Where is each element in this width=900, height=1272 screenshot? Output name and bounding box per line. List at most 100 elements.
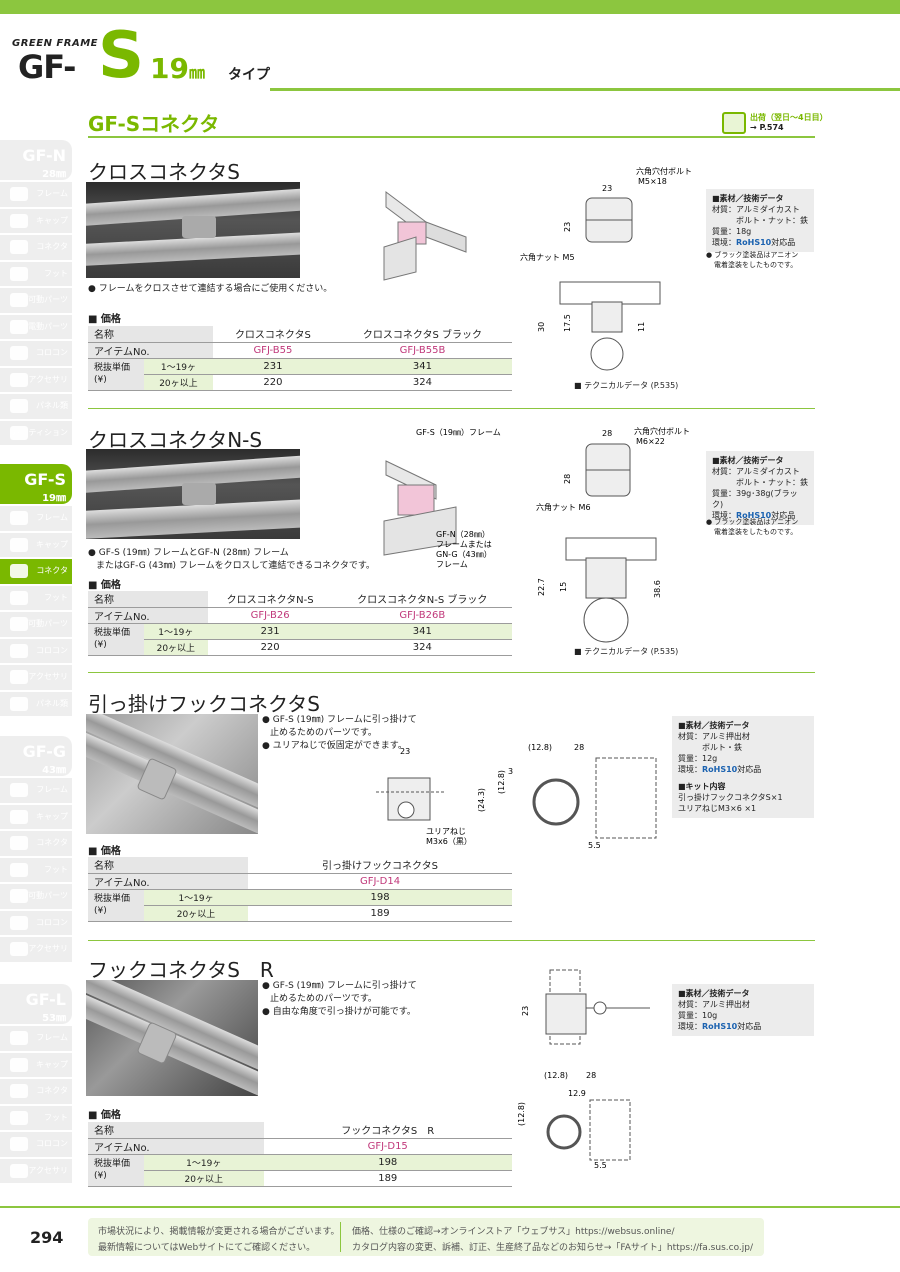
footer-box (88, 1218, 764, 1256)
sidebar-item-1-0[interactable]: フレーム (0, 506, 72, 531)
part-icon (10, 1084, 28, 1098)
top-bar (0, 0, 900, 14)
svg-text:M6×22: M6×22 (636, 437, 665, 446)
part-icon (10, 696, 28, 711)
tech-data-link-2[interactable]: ■ テクニカルデータ (P.535) (574, 647, 679, 656)
part-icon (10, 372, 28, 387)
divider-3 (88, 940, 815, 941)
sidebar-item-label: フット (44, 592, 68, 602)
sidebar-item-0-5[interactable]: 電動パーツ (0, 314, 72, 339)
part-icon (10, 590, 28, 605)
sidebar-item-label: 電動パーツ (28, 321, 68, 331)
sidebar-item-label: コネクタ (36, 566, 68, 575)
sidebar-item-0-6[interactable]: コロコン (0, 341, 72, 366)
part-icon (10, 511, 28, 525)
sidebar-item-1-1[interactable]: キャップ (0, 532, 72, 557)
part-icon (10, 915, 28, 930)
product-photo-4 (86, 980, 258, 1096)
sidebar-item-1-7[interactable]: パネル類 (0, 691, 72, 716)
truck-icon (722, 112, 746, 134)
sidebar-item-3-2[interactable]: コネクタ (0, 1079, 72, 1104)
sidebar-item-0-8[interactable]: パネル類 (0, 394, 72, 419)
part-icon (10, 643, 28, 658)
part-icon (10, 1057, 28, 1072)
sidebar-item-1-4[interactable]: 可動パーツ (0, 612, 72, 637)
sidebar-item-3-5[interactable]: アクセサリ (0, 1158, 72, 1183)
sidebar-tab-gf-s[interactable]: GF-S 19㎜ (0, 464, 72, 504)
footer-note-2: 最新情報についてはWebサイトにてご確認ください。 (98, 1243, 316, 1253)
svg-text:六角ナット M5: 六角ナット M5 (520, 252, 575, 262)
sidebar-item-1-6[interactable]: アクセサリ (0, 665, 72, 690)
brand-gf: GF- (18, 48, 76, 86)
sidebar-item-3-0[interactable]: フレーム (0, 1026, 72, 1051)
product-photo-2 (86, 449, 300, 539)
sidebar-item-2-0[interactable]: フレーム (0, 778, 72, 803)
ship-ref-link[interactable]: → P.574 (750, 123, 784, 132)
sidebar-item-0-9[interactable]: パーティション (0, 420, 72, 445)
sidebar-tab-title: GF-G (22, 742, 66, 761)
footer-note-1: 市場状況により、掲載情報が変更される場合がございます。 (98, 1227, 340, 1237)
brand-type: タイプ (228, 67, 270, 83)
sidebar-item-3-3[interactable]: フット (0, 1105, 72, 1130)
sidebar-item-2-1[interactable]: キャップ (0, 804, 72, 829)
svg-text:M5×18: M5×18 (638, 177, 667, 186)
part-icon (10, 889, 28, 903)
product-note-4: ● GF-S (19㎜) フレームに引っ掛けて止めるためのパーツです。● 自由な… (262, 981, 417, 1017)
part-icon (10, 862, 28, 877)
svg-text:(24.3): (24.3) (477, 788, 486, 812)
part-icon (10, 293, 28, 307)
sidebar-item-label: 可動パーツ (28, 891, 68, 900)
svg-text:5.5: 5.5 (588, 841, 601, 850)
sidebar-item-3-1[interactable]: キャップ (0, 1052, 72, 1077)
svg-text:フレーム: フレーム (436, 560, 468, 569)
svg-text:(12.8): (12.8) (544, 1071, 568, 1080)
sidebar-item-label: アクセサリ (28, 672, 68, 681)
spec-note-2: ● ブラック塗装品はアニオン電着塗装をしたものです。 (706, 518, 799, 536)
sidebar-item-2-5[interactable]: コロコン (0, 910, 72, 935)
sidebar-item-2-3[interactable]: フット (0, 857, 72, 882)
sidebar-item-label: アクセサリ (28, 1165, 68, 1175)
sidebar-item-label: コネクタ (36, 838, 68, 847)
spec-box-2: ■素材／技術データ 材質：アルミダイカスト ボルト・ナット：鉄 質量：39g･3… (706, 451, 814, 525)
sidebar-item-2-6[interactable]: アクセサリ (0, 937, 72, 962)
svg-text:11: 11 (637, 322, 646, 332)
svg-text:15: 15 (559, 582, 568, 592)
sidebar-item-0-0[interactable]: フレーム (0, 182, 72, 207)
sidebar-item-0-3[interactable]: フット (0, 261, 72, 286)
sidebar-tab-title: GF-S (24, 470, 66, 489)
sidebar-item-0-4[interactable]: 可動パーツ (0, 288, 72, 313)
sidebar-tab-size: 19㎜ (42, 493, 66, 504)
part-icon (10, 942, 28, 956)
sidebar-item-2-4[interactable]: 可動パーツ (0, 884, 72, 909)
product-note-3: ● GF-S (19㎜) フレームに引っ掛けて止めるためのパーツです。● ユリア… (262, 715, 417, 751)
sidebar-item-label: キャップ (36, 539, 68, 549)
sidebar-item-2-2[interactable]: コネクタ (0, 831, 72, 856)
sidebar-item-0-7[interactable]: アクセサリ (0, 367, 72, 392)
brand-size: 19㎜ (150, 52, 205, 85)
svg-text:3: 3 (508, 767, 513, 776)
spec-note-1: ● ブラック塗装品はアニオン電着塗装をしたものです。 (706, 251, 799, 269)
sidebar-item-1-2[interactable]: コネクタ (0, 559, 72, 584)
part-icon (10, 319, 28, 334)
sidebar-item-1-3[interactable]: フット (0, 585, 72, 610)
svg-text:23: 23 (400, 747, 410, 756)
sidebar-item-0-1[interactable]: キャップ (0, 208, 72, 233)
product-title-1: クロスコネクタS (88, 160, 240, 184)
sidebar-item-1-5[interactable]: コロコン (0, 638, 72, 663)
divider-2 (88, 672, 815, 673)
sidebar-item-label: コロコン (36, 1139, 68, 1148)
part-icon (10, 1163, 28, 1178)
sidebar-item-0-2[interactable]: コネクタ (0, 235, 72, 260)
footer-link-2[interactable]: カタログ内容の変更、訴補、訂正、生産終了品などのお知らせ→「FAサイト」http… (352, 1243, 754, 1253)
svg-text:M3x6（黒）: M3x6（黒） (426, 837, 472, 846)
tech-data-link-1[interactable]: ■ テクニカルデータ (P.535) (574, 381, 679, 390)
part-icon (10, 564, 28, 578)
svg-text:GF-S（19㎜）フレーム: GF-S（19㎜）フレーム (416, 428, 501, 437)
sidebar-item-3-4[interactable]: コロコン (0, 1132, 72, 1157)
footer-link-1[interactable]: 価格、仕様のご確認→オンラインストア「ウェブサス」https://websus.… (352, 1227, 675, 1237)
